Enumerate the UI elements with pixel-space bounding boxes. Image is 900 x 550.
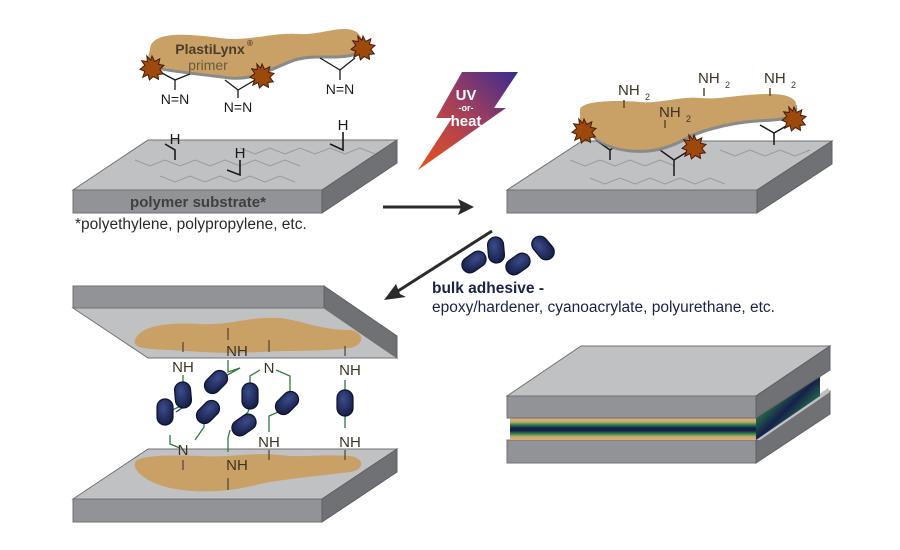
- adhesive-examples: epoxy/hardener, cyanoacrylate, polyureth…: [432, 299, 775, 316]
- h-atom: H: [338, 117, 349, 134]
- amine-group: NH 2: [698, 70, 730, 90]
- arrow-head-icon: [458, 199, 474, 215]
- activation-heat: heat: [451, 113, 482, 130]
- primer-label: primer: [188, 57, 228, 73]
- nh-label: NH: [226, 457, 248, 474]
- substrate-footnote: *polyethylene, polypropylene, etc.: [75, 216, 307, 233]
- diazirine-bonds: [159, 57, 356, 98]
- step-arrow-diagonal: [397, 229, 493, 293]
- activation-bolt: UV -or- heat: [418, 72, 518, 170]
- nh-label: NH: [172, 359, 194, 376]
- primer-molecule-bound: [580, 94, 797, 150]
- diazirine-label: N=N: [224, 99, 252, 115]
- substrate-label: polymer substrate*: [130, 194, 266, 211]
- h-atom: H: [235, 145, 246, 162]
- registered-mark: ®: [247, 39, 253, 48]
- panel-activated-primer: NH 2 NH 2 NH 2 NH 2: [505, 70, 834, 214]
- nh-label: NH: [339, 434, 361, 451]
- svg-text:NH: NH: [764, 70, 786, 87]
- amine-group: NH 2: [618, 82, 650, 102]
- substrate-slab-1: polymer substrate*: [71, 139, 399, 214]
- diazirine-label: N=N: [161, 91, 189, 107]
- activation-or: -or-: [459, 103, 474, 113]
- nh-label: NH: [339, 362, 361, 379]
- svg-text:NH: NH: [659, 104, 681, 121]
- svg-text:2: 2: [791, 80, 796, 90]
- amine-group: NH 2: [764, 70, 796, 90]
- svg-text:NH: NH: [698, 70, 720, 87]
- arrow-head-icon: [384, 284, 406, 300]
- panel-bonded-laminate: [505, 345, 832, 464]
- n-label: N: [178, 442, 189, 459]
- svg-text:NH: NH: [618, 82, 640, 99]
- adhesive-title: bulk adhesive -: [432, 280, 544, 297]
- panel-primer-application: polymer substrate* H H H PlastiLynx ® pr…: [71, 28, 399, 214]
- ch-bonds: [164, 132, 344, 177]
- svg-text:2: 2: [645, 92, 650, 102]
- primer-molecule: PlastiLynx ® primer: [148, 28, 363, 80]
- nh-label: NH: [258, 434, 280, 451]
- panel-crosslinked-bond: NH NH N NH N NH NH NH: [71, 285, 399, 523]
- adhesive-layer: [510, 418, 756, 440]
- h-atom: H: [170, 131, 181, 148]
- nh-label: NH: [226, 343, 248, 360]
- amine-group: NH 2: [659, 104, 691, 124]
- activation-uv: UV: [456, 87, 477, 104]
- adhesive-molecules-icon: [458, 232, 559, 279]
- n-label: N: [264, 360, 275, 377]
- svg-text:2: 2: [686, 114, 691, 124]
- primer-brand: PlastiLynx: [175, 41, 245, 57]
- diazirine-label: N=N: [326, 81, 354, 97]
- svg-text:2: 2: [725, 80, 730, 90]
